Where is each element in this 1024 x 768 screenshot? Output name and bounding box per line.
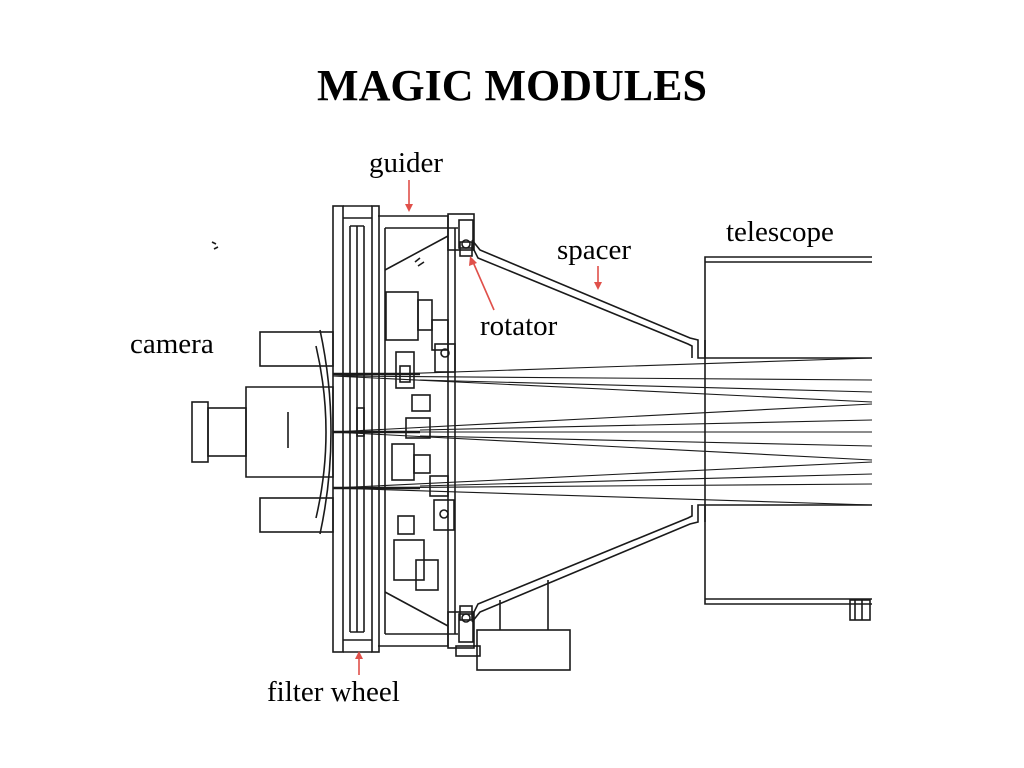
label-telescope: telescope — [726, 216, 834, 248]
label-spacer: spacer — [557, 234, 632, 266]
spacer-arrow — [594, 266, 602, 290]
camera-body — [191, 241, 334, 535]
guider-arrow — [405, 180, 413, 212]
filter-wheel-arrow — [355, 651, 363, 675]
rotator-arrow — [469, 256, 495, 311]
label-arrows — [355, 180, 602, 675]
filter-wheel-plates — [332, 205, 380, 653]
label-camera: camera — [130, 328, 214, 360]
optical-beams — [332, 357, 873, 506]
spacer-cone — [471, 239, 706, 623]
telescope-body — [704, 256, 872, 621]
rotator-assembly — [447, 213, 571, 671]
slide-title: MAGIC MODULES — [317, 61, 707, 110]
label-filter-wheel: filter wheel — [267, 676, 400, 708]
label-guider: guider — [369, 147, 444, 179]
label-rotator: rotator — [480, 310, 558, 342]
